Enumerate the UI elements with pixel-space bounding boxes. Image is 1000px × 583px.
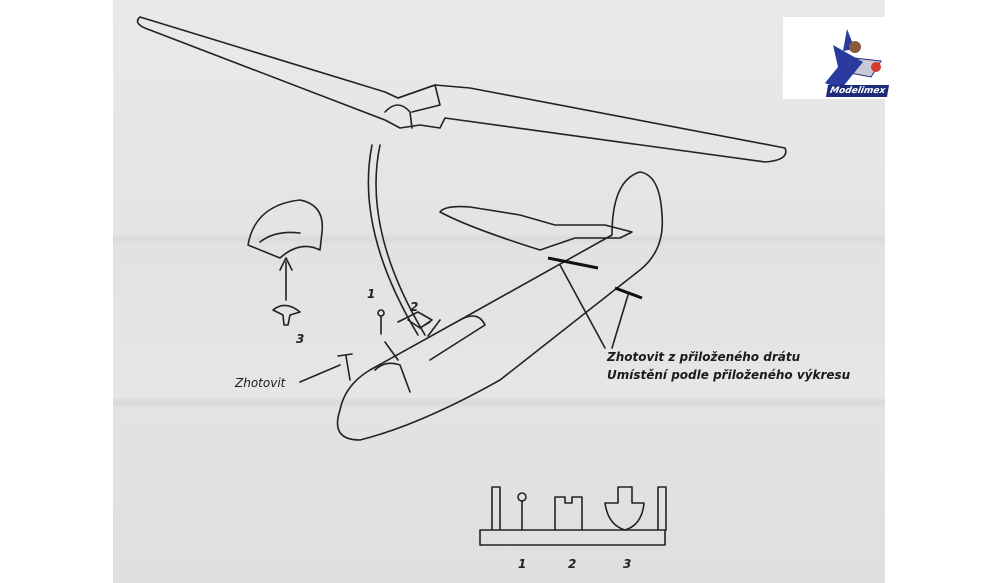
sprue-part2 <box>554 496 583 531</box>
part-lines <box>299 311 441 383</box>
leader-lines <box>559 264 629 349</box>
callout-3: 3 <box>296 332 305 346</box>
wire-strut-1 <box>547 256 599 270</box>
airplane-mascot-icon <box>825 29 882 89</box>
sprue-label-3: 3 <box>623 557 632 571</box>
part1-stick <box>377 309 385 317</box>
callout-1: 1 <box>367 287 376 301</box>
wire-strut-2 <box>614 286 643 300</box>
horizontal-stabilizer <box>439 205 633 251</box>
placement-instruction: Umístění podle přiloženého výkresu <box>607 368 851 382</box>
wire-instruction: Zhotovit z přiloženého drátu <box>607 350 801 364</box>
brand-logo: Modelimex <box>783 17 890 99</box>
wing-insert-arrow <box>367 144 426 336</box>
canopy-part <box>247 199 324 259</box>
wing <box>136 16 787 163</box>
make-label: Zhotovit <box>235 376 286 390</box>
logo-text: Modelimex <box>825 85 890 97</box>
paper-background <box>113 0 885 583</box>
sprue-label-1: 1 <box>518 557 527 571</box>
wing-center-section <box>384 84 441 129</box>
sprue-frame <box>479 486 667 546</box>
sprue-part3 <box>604 486 645 531</box>
cockpit-opening <box>374 315 486 393</box>
canopy-arrow <box>279 257 293 301</box>
part3-seat <box>272 304 301 326</box>
sprue-part1 <box>517 492 527 502</box>
sprue-label-2: 2 <box>568 557 577 571</box>
callout-2: 2 <box>410 300 419 314</box>
fuselage <box>336 171 664 441</box>
